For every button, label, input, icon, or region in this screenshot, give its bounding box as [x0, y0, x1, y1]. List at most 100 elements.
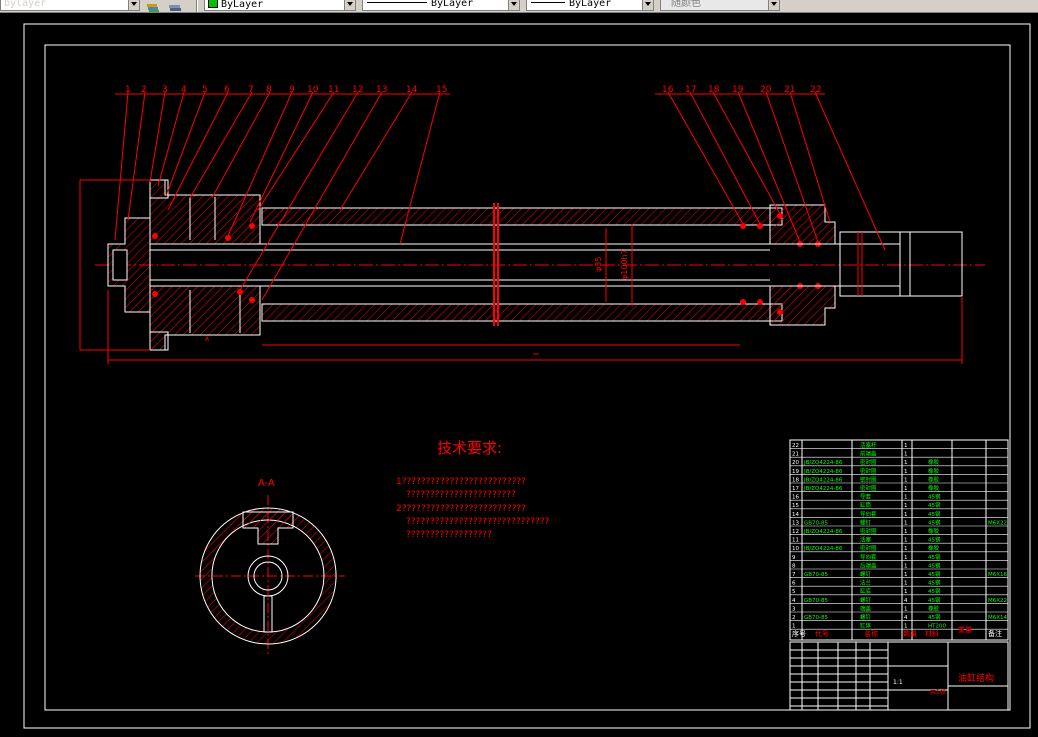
- bom-cell-name: 密封圈: [860, 458, 877, 466]
- dim-total-text: **: [533, 352, 539, 359]
- bom-cell-code: JB/ZQ4224-86: [803, 477, 843, 483]
- balloon-7: 7: [248, 85, 254, 95]
- title-block-frame: [789, 641, 1009, 711]
- bom-cell-mat: 45钢: [928, 579, 941, 587]
- bom-cell-no: 2: [792, 615, 796, 621]
- bom-cell-mat: 橡胶: [928, 604, 940, 612]
- sheet-outer-border: [23, 23, 1031, 729]
- bom-cell-qty: 1: [904, 460, 908, 466]
- barrel-lower-wall: [261, 303, 783, 322]
- balloon-15: 15: [436, 85, 447, 95]
- bom-cell-name: 缸体: [860, 622, 872, 630]
- chevron-down-icon[interactable]: [642, 0, 653, 10]
- bom-cell-mat: 橡胶: [928, 458, 940, 466]
- bom-cell-code: JB/ZQ4224-86: [803, 546, 843, 552]
- rear-flange: [107, 217, 151, 313]
- bom-cell-mat: 45钢: [928, 570, 941, 578]
- color-combo-value: ByLayer: [221, 0, 264, 10]
- section-bore-inner: [253, 561, 283, 591]
- bom-cell-code: JB/ZQ4224-86: [803, 529, 843, 535]
- plotstyle-combo-value: 随颜色: [671, 0, 701, 9]
- layer-manager-icon[interactable]: [146, 0, 160, 12]
- balloon-12: 12: [352, 85, 363, 95]
- bom-cell-code: GB70-85: [804, 520, 829, 526]
- bom-cell-qty: 1: [904, 624, 908, 630]
- bom-cell-no: 15: [792, 503, 799, 509]
- balloon-11: 11: [328, 85, 339, 95]
- linetype-combo[interactable]: ByLayer: [362, 0, 520, 11]
- bom-cell-name: 缸筒: [860, 501, 872, 509]
- bom-cell-name: 活塞: [860, 536, 872, 544]
- bom-cell-no: 4: [792, 598, 796, 604]
- section-label: A-A: [258, 478, 275, 489]
- bom-cell-name: 导套: [860, 493, 872, 501]
- layer-combo[interactable]: bylayer: [0, 0, 140, 11]
- balloon-17: 17: [685, 85, 696, 95]
- bom-cell-no: 19: [792, 469, 799, 475]
- drawing-title: 油缸结构: [958, 672, 994, 684]
- chevron-down-icon[interactable]: [128, 0, 139, 10]
- bom-cell-name: 后端盖: [860, 561, 877, 569]
- bom-cell-name: 密封圈: [860, 484, 877, 492]
- bom-cell-no: 10: [792, 546, 799, 552]
- bom-cell-name: 导向套: [860, 510, 877, 518]
- bom-cell-qty: 1: [904, 469, 908, 475]
- bom-cell-qty: 1: [904, 452, 908, 458]
- bom-cell-no: 1: [792, 624, 796, 630]
- bom-cell-no: 22: [792, 443, 799, 449]
- bom-cell-mat: 橡胶: [928, 475, 940, 483]
- balloon-labels: 1 2 3 4 5 6 7 8 9 10 11 12 13 14 15 16 1…: [125, 85, 821, 95]
- bom-cell-mat: 45钢: [928, 510, 941, 518]
- bom-cell-name: 螺钉: [860, 613, 872, 621]
- rear-cap-upper: [149, 179, 261, 245]
- bom-cell-no: 13: [792, 520, 799, 526]
- chevron-down-icon[interactable]: [344, 0, 355, 10]
- bom-cell-no: 8: [792, 563, 796, 569]
- linetype-preview: [367, 2, 427, 3]
- rod-end-groove: [899, 231, 911, 297]
- layer-previous-icon[interactable]: [168, 0, 182, 11]
- bom-cell-qty: 1: [904, 538, 908, 544]
- bom-cell-qty: 1: [904, 606, 908, 612]
- linetype-combo-value: ByLayer: [431, 0, 474, 9]
- tech-line-2b: ??????????????????????????????: [406, 517, 550, 527]
- leader-lines-right: [667, 91, 886, 251]
- bom-header-name: 名称: [864, 629, 878, 638]
- bom-cell-note: M6X22: [988, 598, 1007, 604]
- bom-cell-name: 密封圈: [860, 467, 877, 475]
- color-combo[interactable]: ByLayer: [204, 0, 356, 11]
- bom-cell-name: 导向套: [860, 553, 877, 561]
- bom-cell-no: 3: [792, 606, 796, 612]
- balloon-13: 13: [376, 85, 387, 95]
- front-head-upper: [769, 204, 836, 245]
- bom-cell-qty: 1: [904, 443, 908, 449]
- leader-lines-left: [114, 91, 441, 301]
- bom-cell-note: M6X14: [988, 615, 1008, 621]
- balloon-22: 22: [810, 85, 821, 95]
- bom-header-no: 序号: [792, 629, 806, 638]
- balloon-6: 6: [224, 85, 230, 95]
- bom-cell-mat: 45钢: [928, 518, 941, 526]
- bolt-head-upper: [149, 179, 169, 199]
- chevron-down-icon[interactable]: [508, 0, 519, 10]
- bom-cell-no: 12: [792, 529, 799, 535]
- bom-cell-no: 20: [792, 460, 799, 466]
- balloon-19: 19: [732, 85, 744, 95]
- eye-bore: [112, 249, 128, 281]
- bom-header-weight: 重量: [958, 626, 972, 634]
- bom-cell-name: 活塞杆: [860, 441, 877, 449]
- bom-cell-no: 7: [792, 572, 796, 578]
- drawing-canvas[interactable]: φ35 φ100h7 ** A: [0, 13, 1038, 737]
- bom-cell-note: M6X16: [988, 572, 1008, 578]
- section-marker-text: A: [205, 336, 210, 343]
- bom-cell-name: 密封圈: [860, 544, 877, 552]
- bom-cell-mat: 橡胶: [928, 544, 940, 552]
- bom-cell-mat: 45钢: [928, 596, 941, 604]
- properties-toolbar: bylayer ByLayer ByLayer ByLayer 随颜色: [0, 0, 1038, 13]
- dim-text-phi35: φ35: [594, 257, 603, 272]
- bom-cell-no: 14: [792, 512, 799, 518]
- bom-cell-mat: 45钢: [928, 493, 941, 501]
- lineweight-combo[interactable]: ByLayer: [526, 0, 654, 11]
- plotstyle-combo[interactable]: 随颜色: [660, 0, 780, 11]
- chevron-down-icon[interactable]: [768, 0, 779, 10]
